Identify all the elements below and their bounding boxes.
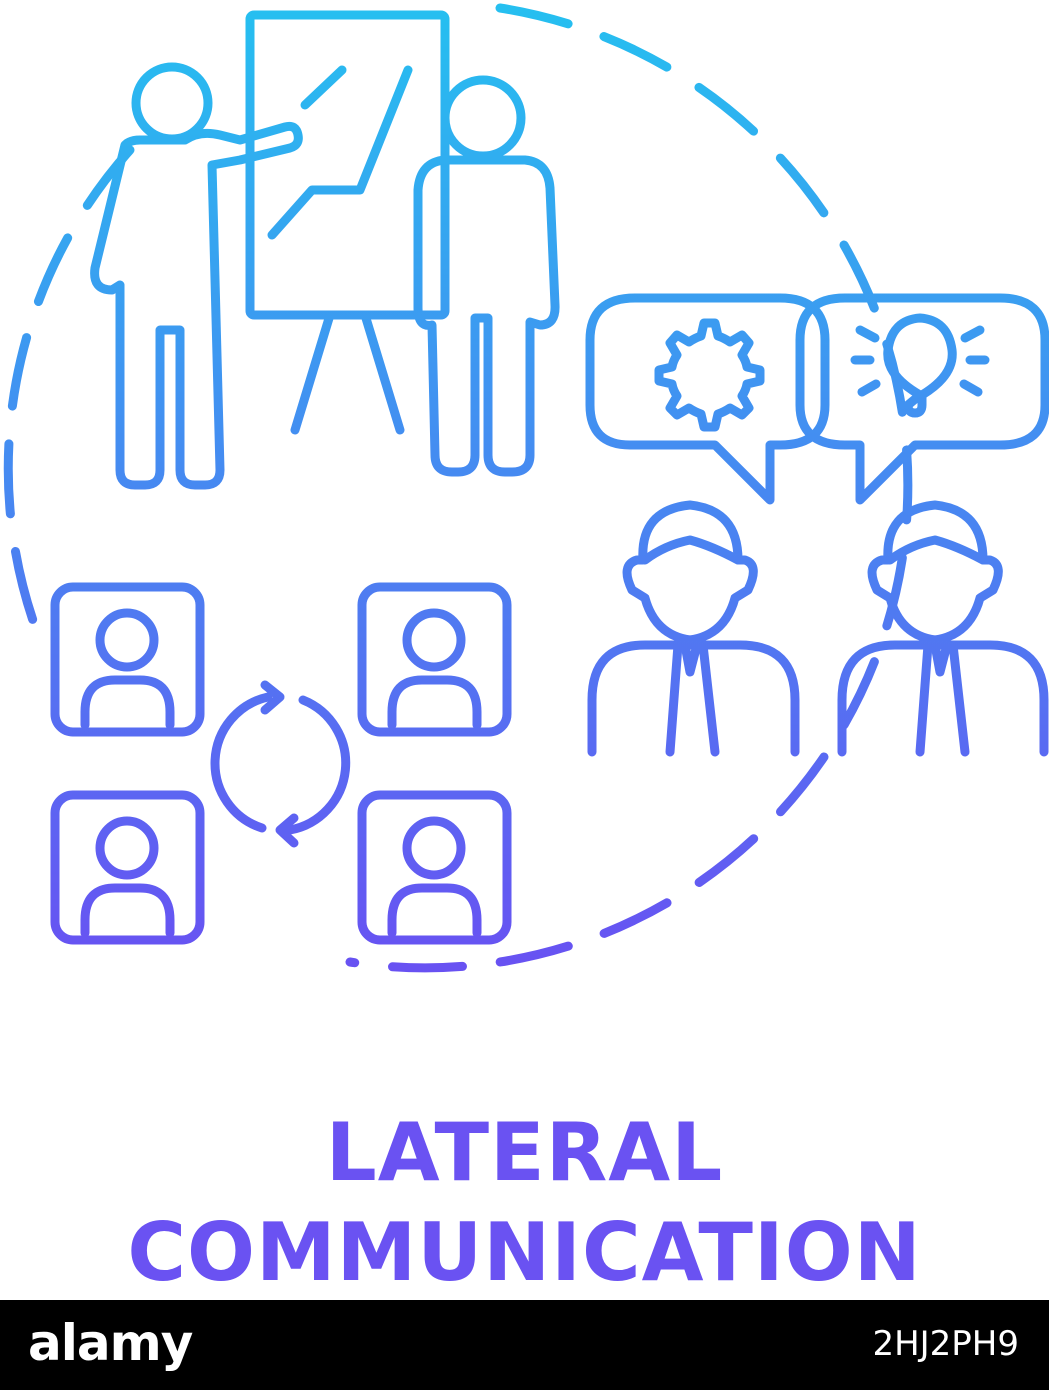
title-line-1: LATERAL [325,1106,724,1199]
person-right-icon [837,500,1049,757]
concept-illustration [3,3,1049,973]
video-call-icon [50,582,512,945]
watermark-footer: alamy 2HJ2PH9 [0,1300,1049,1390]
refresh-cycle-icon [210,680,351,848]
user-tile-top-left [50,582,205,737]
discussion-icon [585,293,1049,757]
user-tile-bottom-right [357,790,512,945]
dashed-circle-left-arc [3,145,135,645]
presentation-icon [90,10,560,490]
title-line-2: COMMUNICATION [127,1206,922,1299]
lightbulb-icon [850,313,990,418]
user-tile-bottom-left [50,790,205,945]
person-left-icon [587,500,800,757]
gear-icon [654,318,765,432]
user-tile-top-right [357,582,512,737]
dashed-circle-outline [345,3,913,973]
brand-logo: alamy [28,1314,193,1372]
image-id-label: 2HJ2PH9 [872,1324,1019,1364]
